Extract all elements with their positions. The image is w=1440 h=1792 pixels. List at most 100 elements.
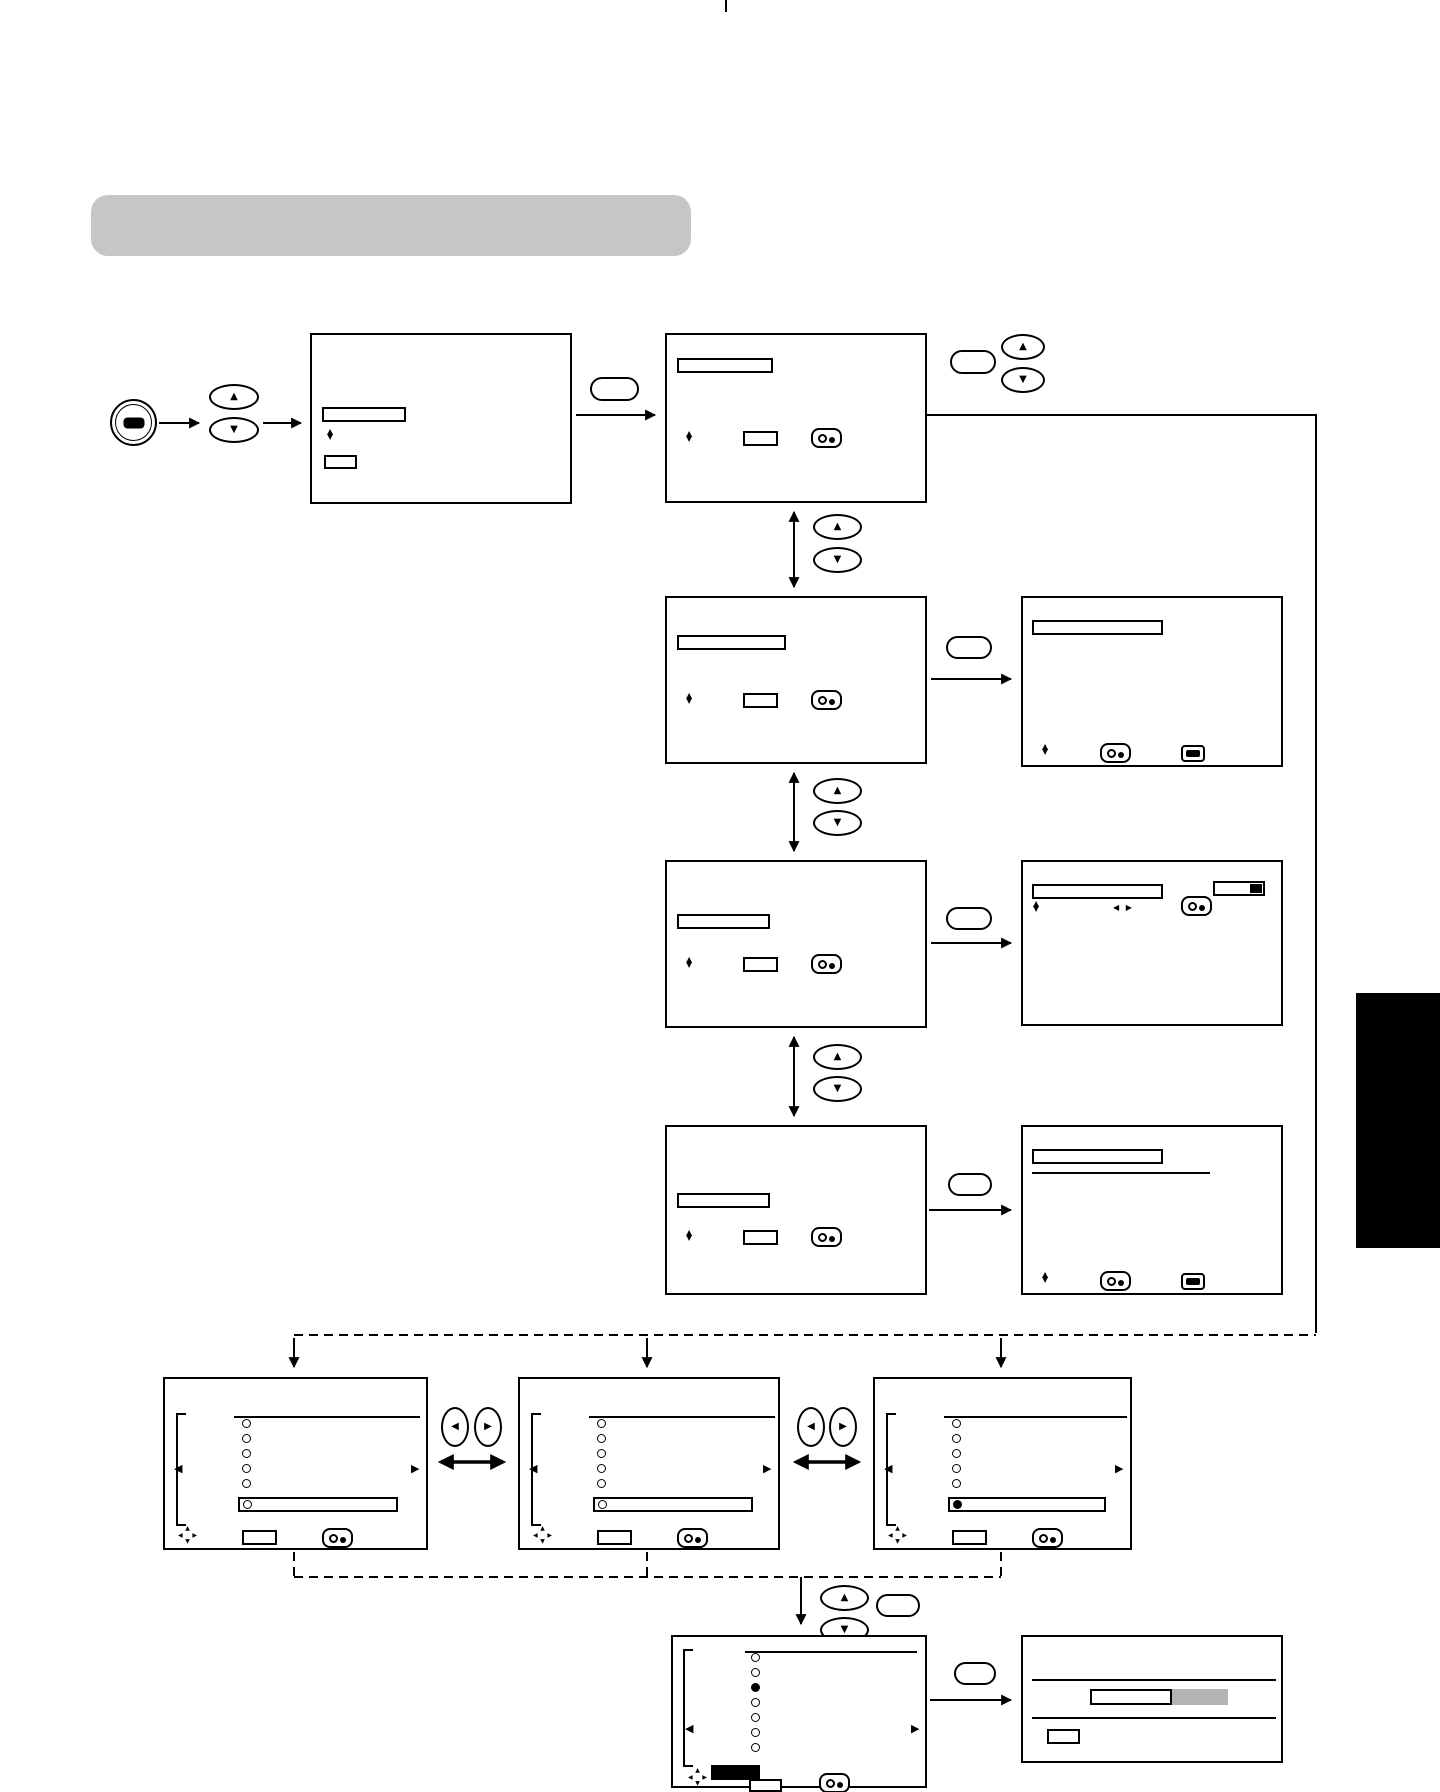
- down-icon: ▼: [1042, 746, 1049, 756]
- joystick-dot: [829, 437, 835, 443]
- leftright-cursor-icon: ◀ ▶: [1113, 903, 1134, 912]
- menu-highlight-bar: [1032, 1149, 1163, 1164]
- joystick-ok-icon: [1100, 743, 1131, 763]
- display-screen-fill: [1186, 750, 1200, 757]
- osd-screen-2: ▲ ▼: [665, 333, 927, 503]
- osd-screen-10: ◀ ▶ ▲ ◀ ▶ ▼: [671, 1635, 927, 1792]
- button-hint-box: [743, 957, 778, 972]
- joystick-dot: [340, 1537, 346, 1543]
- joystick-ring: [1107, 1277, 1116, 1286]
- right-icon: ▶: [484, 1421, 492, 1432]
- navigation-pad-icon: ▲ ◀ ▶ ▼: [688, 1767, 707, 1787]
- right-icon: ▶: [547, 1531, 552, 1539]
- up-icon: ▲: [1042, 1270, 1049, 1279]
- title-underline: [234, 1416, 420, 1418]
- display-icon: [1181, 1273, 1205, 1290]
- up-icon: ▲: [185, 1525, 190, 1532]
- button-hint-box: [242, 1530, 277, 1545]
- osd-screen-7: ▲ ▼: [665, 1125, 927, 1295]
- option-radio: [952, 1464, 961, 1473]
- down-icon: ▼: [833, 554, 842, 565]
- title-underline: [944, 1416, 1127, 1418]
- up-arrow-button: ▲: [1001, 334, 1045, 360]
- down-icon: ▼: [1042, 1274, 1049, 1284]
- option-radio: [751, 1653, 760, 1662]
- left-icon: ◀: [688, 1773, 693, 1781]
- joystick-dot: [1118, 752, 1124, 758]
- down-icon: ▼: [895, 1538, 900, 1545]
- updown-cursor-icon: ▲ ▼: [327, 427, 334, 441]
- enter-button: [876, 1594, 920, 1617]
- up-icon: ▲: [695, 1767, 700, 1774]
- menu-button-icon: [110, 399, 157, 446]
- joystick-ok-icon: [811, 954, 842, 974]
- level-meter-fill: [1250, 884, 1262, 893]
- up-icon: ▲: [833, 1051, 842, 1062]
- up-icon: ▲: [230, 391, 238, 402]
- up-arrow-button: ▲: [813, 1044, 862, 1070]
- button-hint-box: [324, 455, 357, 469]
- value-fill: [1172, 1689, 1228, 1705]
- left-icon: ◀: [174, 1462, 183, 1475]
- display-screen-fill: [1186, 1278, 1200, 1285]
- right-icon: ▶: [902, 1531, 907, 1539]
- joystick-ok-icon: [1032, 1528, 1063, 1548]
- value-band: [1032, 1679, 1276, 1719]
- option-radio: [751, 1728, 760, 1737]
- title-underline: [745, 1651, 917, 1653]
- menu-highlight-bar: [593, 1497, 753, 1512]
- joystick-dot: [829, 699, 835, 705]
- menu-highlight-bar: [1032, 884, 1163, 899]
- menu-highlight-bar: [677, 1193, 770, 1208]
- left-arrow-button: ◀: [797, 1407, 825, 1447]
- menu-highlight-bar: [238, 1497, 398, 1512]
- down-icon: ▼: [686, 1232, 693, 1242]
- right-arrow-button: ▶: [474, 1407, 502, 1447]
- display-icon: [1181, 745, 1205, 762]
- left-icon: ◀: [685, 1722, 694, 1735]
- up-icon: ▲: [833, 785, 842, 796]
- option-radio: [243, 1500, 252, 1509]
- up-icon: ▲: [327, 427, 334, 436]
- osd-screen-8: ▲ ▼: [1021, 1125, 1283, 1295]
- joystick-ring: [818, 696, 827, 705]
- option-radio: [751, 1698, 760, 1707]
- joystick-dot: [1199, 905, 1205, 911]
- enter-button: [950, 350, 996, 374]
- left-icon: ◀: [807, 1421, 815, 1432]
- joystick-dot: [1118, 1280, 1124, 1286]
- enter-button: [954, 1662, 996, 1685]
- selected-hint-box: [711, 1765, 760, 1780]
- enter-button: [946, 907, 992, 930]
- left-icon: ◀: [884, 1462, 893, 1475]
- menu-button-glyph: [123, 417, 144, 428]
- down-icon: ▼: [1019, 374, 1027, 385]
- right-icon: ▶: [192, 1531, 197, 1539]
- up-arrow-button: ▲: [813, 778, 862, 804]
- joystick-ring: [1039, 1534, 1048, 1543]
- joystick-ok-icon: [1100, 1271, 1131, 1291]
- osd-screen-5: ▲ ▼: [665, 860, 927, 1028]
- menu-highlight-bar: [1032, 620, 1163, 635]
- right-icon: ▶: [1115, 1462, 1124, 1475]
- up-arrow-button: ▲: [813, 514, 862, 540]
- osd-screen-3: ▲ ▼: [665, 596, 927, 764]
- joystick-ring: [684, 1534, 693, 1543]
- down-icon: ▼: [833, 1083, 842, 1094]
- down-icon: ▼: [695, 1780, 700, 1787]
- joystick-ok-icon: [811, 690, 842, 710]
- right-icon: ▶: [763, 1462, 772, 1475]
- navigation-pad-icon: ▲ ◀ ▶ ▼: [178, 1525, 197, 1545]
- left-icon: ◀: [533, 1531, 538, 1539]
- joystick-ring: [1107, 749, 1116, 758]
- option-radio: [597, 1449, 606, 1458]
- separator-line: [1032, 1172, 1210, 1174]
- updown-cursor-icon: ▲ ▼: [686, 430, 692, 443]
- navigation-pad-icon: ▲ ◀ ▶ ▼: [533, 1526, 552, 1545]
- option-radio: [242, 1464, 251, 1473]
- down-icon: ▼: [686, 695, 693, 705]
- joystick-ok-icon: [811, 1227, 842, 1247]
- list-bracket: [531, 1413, 541, 1526]
- down-icon: ▼: [185, 1538, 190, 1545]
